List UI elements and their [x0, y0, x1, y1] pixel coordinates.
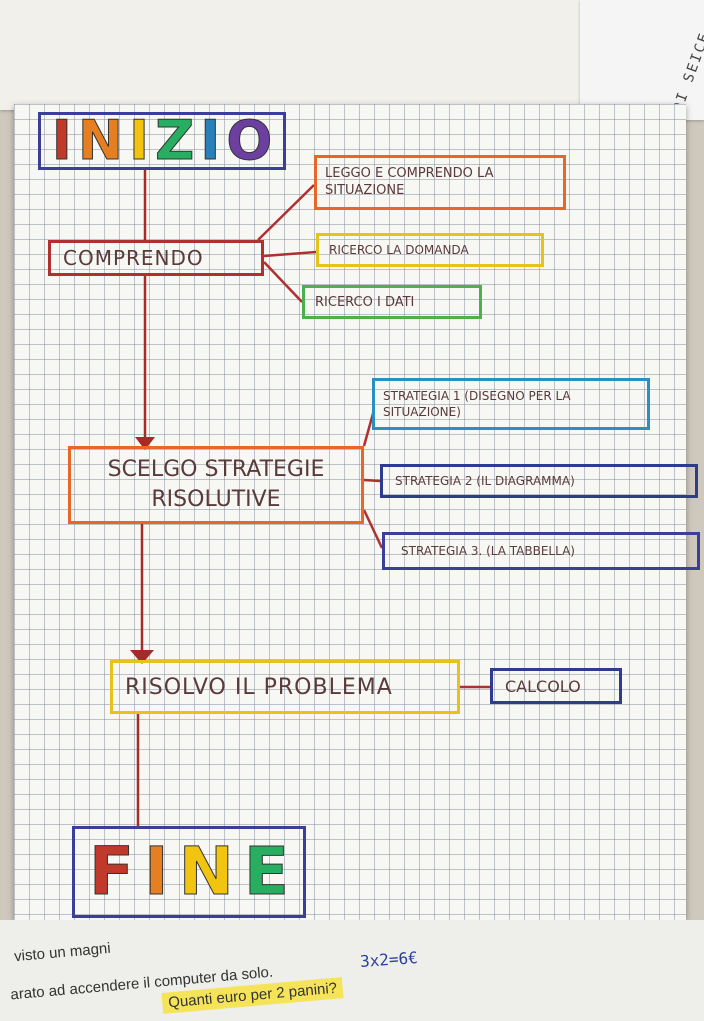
strategia1-box: STRATEGIA 1 (DISEGNO PER LA SITUAZIONE): [372, 378, 650, 430]
leggo-label: LEGGO E COMPRENDO LA SITUAZIONE: [325, 165, 494, 198]
comprendo-label: COMPRENDO: [63, 246, 204, 270]
background-paper-corner: [580, 0, 704, 120]
domanda-label: RICERCO LA DOMANDA: [329, 243, 469, 257]
risolvo-label: RISOLVO IL PROBLEMA: [125, 674, 393, 700]
start-letter-1: N: [77, 109, 124, 172]
end-letter-3: E: [243, 833, 289, 910]
line-comprendo-leggo: [257, 184, 315, 241]
arrowhead-scelgo: [135, 437, 155, 450]
strategia2-box: STRATEGIA 2 (IL DIAGRAMMA): [380, 464, 698, 498]
comprendo-box: COMPRENDO: [48, 240, 264, 276]
start-box: I N I Z I O: [38, 112, 286, 170]
end-box: F I N E: [72, 826, 306, 918]
strategia3-label: STRATEGIA 3. (LA TABBELLA): [401, 544, 575, 558]
strategia1-label: STRATEGIA 1 (DISEGNO PER LA SITUAZIONE): [383, 388, 571, 419]
start-letter-0: I: [51, 109, 72, 172]
dati-box: RICERCO I DATI: [302, 285, 482, 319]
calcolo-label: CALCOLO: [505, 676, 581, 696]
line-comprendo-domanda: [263, 250, 317, 258]
start-letter-3: Z: [155, 109, 195, 172]
scelgo-label: SCELGO STRATEGIE RISOLUTIVE: [107, 457, 325, 512]
end-letter-0: F: [88, 833, 135, 910]
end-letter-2: N: [178, 833, 234, 910]
domanda-box: RICERCO LA DOMANDA: [316, 233, 544, 267]
dati-label: RICERCO I DATI: [315, 294, 415, 310]
bottom-handwritten-calc: 3x2=6€: [359, 948, 419, 971]
risolvo-box: RISOLVO IL PROBLEMA: [110, 660, 460, 714]
line-comprendo-dati: [263, 261, 303, 303]
line-scelgo-strategia3: [362, 509, 384, 549]
bottom-worksheet: [0, 920, 704, 1021]
scelgo-box: SCELGO STRATEGIE RISOLUTIVE: [68, 446, 364, 524]
start-letter-2: I: [129, 109, 150, 172]
leggo-box: LEGGO E COMPRENDO LA SITUAZIONE: [314, 155, 566, 210]
calcolo-box: CALCOLO: [490, 668, 622, 704]
strategia2-label: STRATEGIA 2 (IL DIAGRAMMA): [395, 474, 575, 488]
strategia3-box: STRATEGIA 3. (LA TABBELLA): [382, 532, 700, 570]
start-letter-4: I: [200, 109, 221, 172]
start-letter-5: O: [226, 109, 273, 172]
end-letter-1: I: [144, 833, 170, 910]
line-scelgo-strategia2: [363, 478, 381, 483]
arrowhead-risolvo: [130, 650, 154, 664]
